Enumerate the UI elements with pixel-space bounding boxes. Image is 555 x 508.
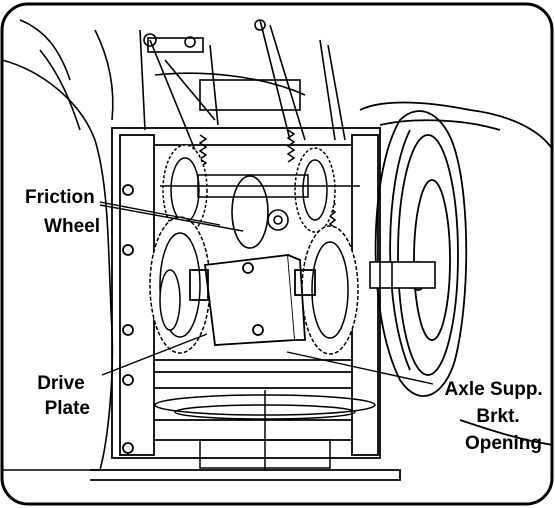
drive-plate-label-line1: Drive [37,373,85,394]
lower-pulley [154,390,376,470]
upper-linkage [139,19,346,151]
friction-wheel-label-line1: Friction [25,187,95,208]
axle-support-label-line3: Opening [465,433,542,454]
leader-lines [99,201,434,385]
drive-plate-block [189,253,316,346]
friction-wheel [231,175,289,249]
axle-support-label-line2: Brkt. [476,406,519,427]
left-housing [1,19,114,471]
drive-plate-label: Drive Plate [37,373,90,419]
upper-sprockets [160,144,360,236]
drive-sprockets [149,216,359,355]
friction-wheel-label-line2: Wheel [44,216,100,237]
axle-support-label: Axle Supp. Brkt. Opening [445,379,548,454]
axle [369,261,436,289]
drive-plate-label-line2: Plate [45,398,90,419]
friction-wheel-label: Friction Wheel [25,187,100,237]
axle-support-label-line1: Axle Supp. [445,379,543,400]
